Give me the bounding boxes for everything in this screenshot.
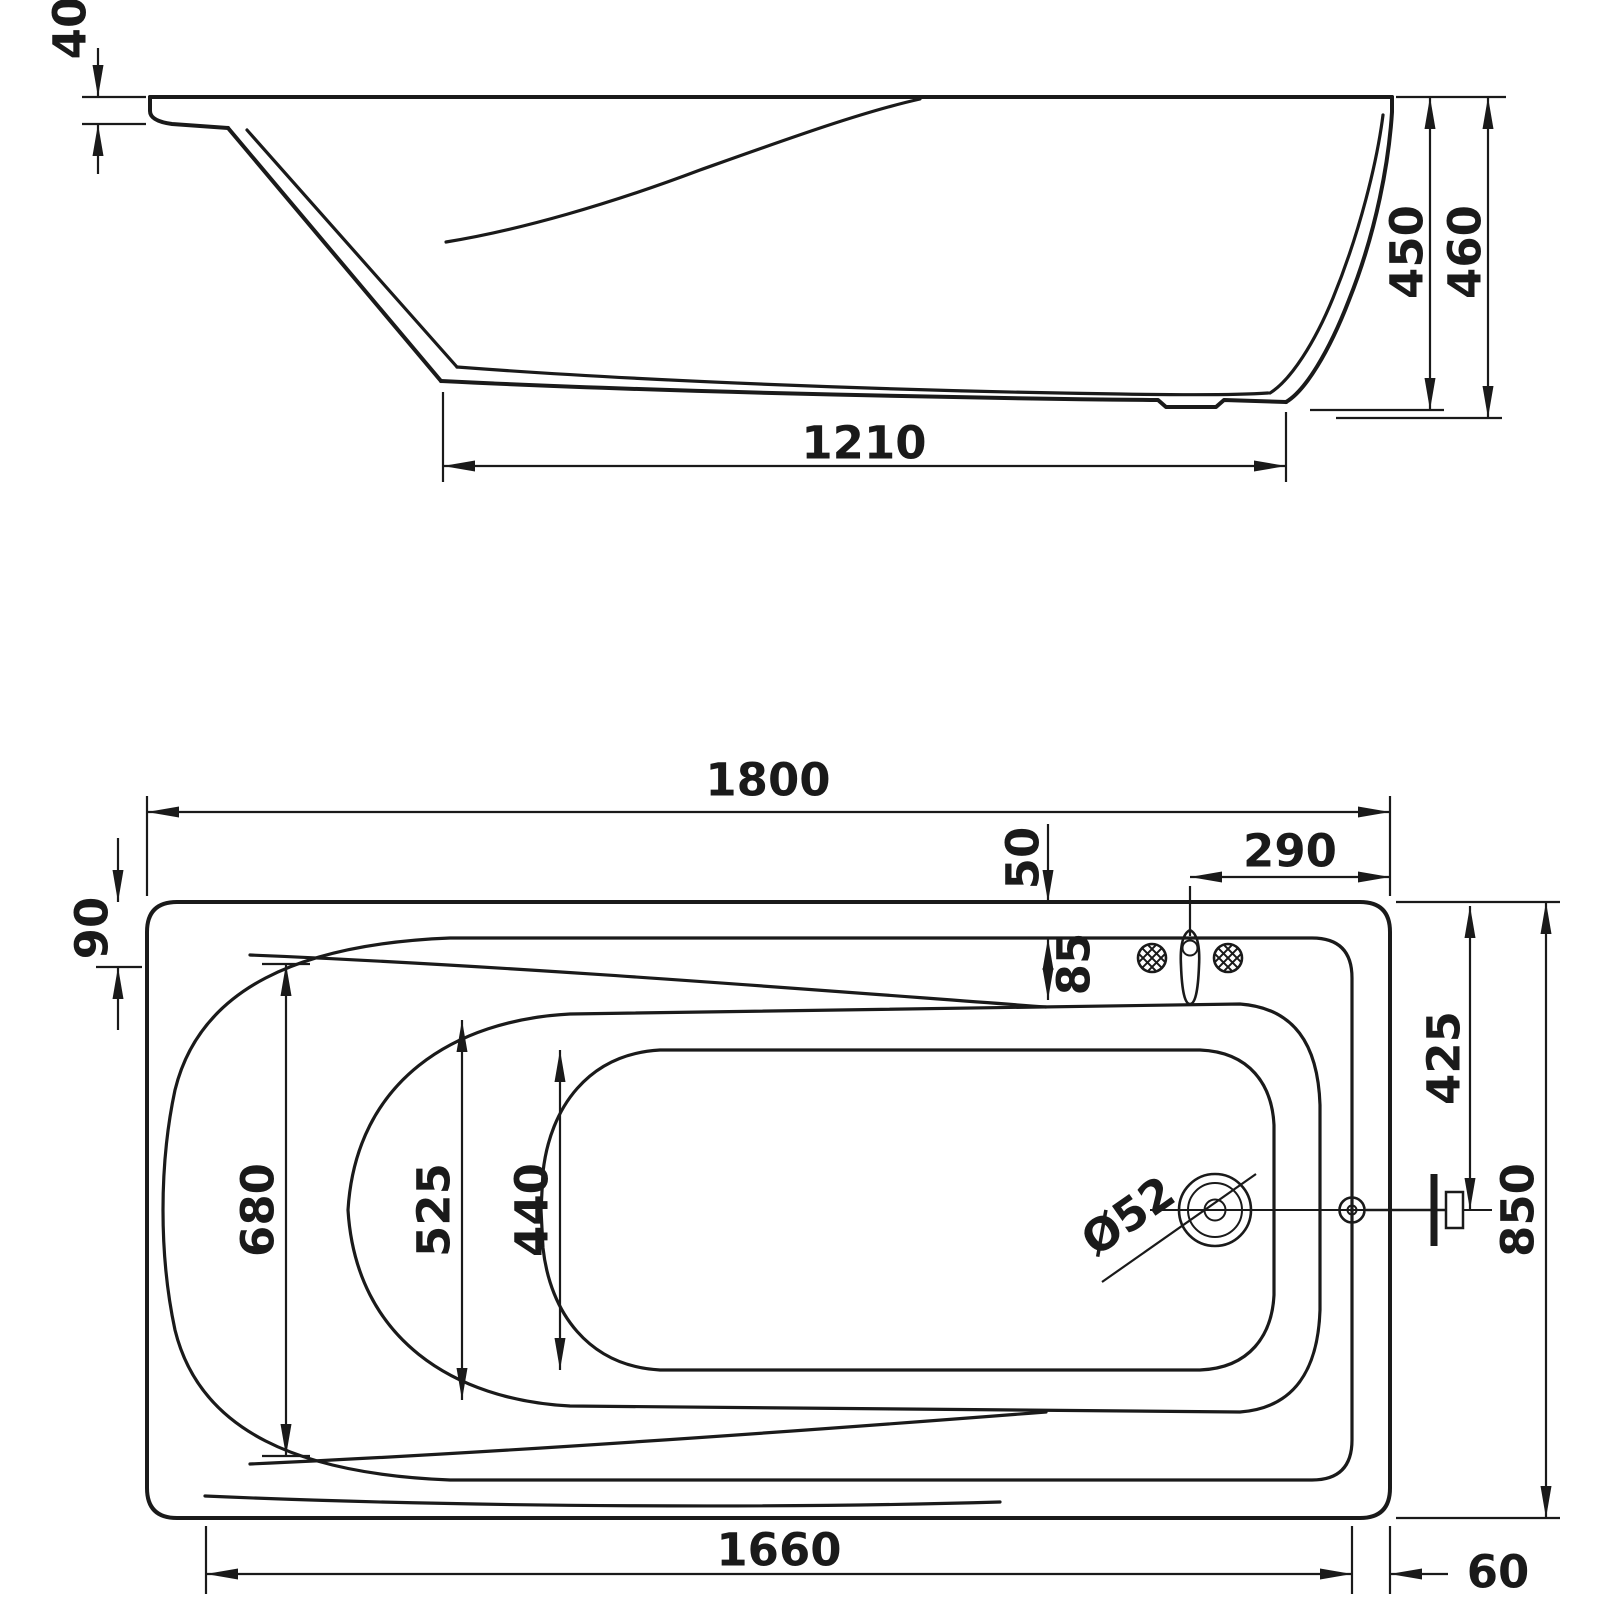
dim-basin-width-outer: 525 xyxy=(408,1020,468,1400)
dim-rim-to-basin: 85 xyxy=(1028,933,1101,1000)
dim-label-drain-offset: 425 xyxy=(1418,1011,1471,1105)
dim-basin-floor-width: 440 xyxy=(506,1050,566,1370)
dim-inner-depth: 450 xyxy=(1310,95,1506,412)
dim-label-drain-diameter: Ø52 xyxy=(1071,1165,1184,1266)
plan-rim-inner-edge xyxy=(161,936,1354,1482)
dim-label-overall-height: 460 xyxy=(1439,205,1492,299)
dim-rim-width-left: 90 xyxy=(66,838,142,1030)
drain-circle-outer xyxy=(1177,1172,1253,1248)
dim-label-rim-width-top: 50 xyxy=(997,827,1050,890)
side-left-wall-inner xyxy=(245,128,459,369)
side-right-wall-outer xyxy=(1284,95,1394,404)
overflow-circle-inner xyxy=(1346,1204,1358,1216)
dim-rim-thickness: 40 xyxy=(44,0,146,174)
tap-spout-outline xyxy=(1179,928,1201,1006)
dim-tap-offset: 290 xyxy=(1188,825,1390,936)
dim-label-rim-to-basin: 85 xyxy=(1048,933,1101,996)
tap-hole-right xyxy=(1212,942,1244,974)
side-view-dimensions: 40 450 460 1210 xyxy=(44,0,1506,482)
overflow-knob xyxy=(1444,1190,1465,1230)
tap-hole-circle xyxy=(1212,942,1244,974)
dim-label-tap-offset: 290 xyxy=(1243,825,1337,878)
dim-label-basin-width-outer: 525 xyxy=(408,1163,461,1257)
drain: Ø52 xyxy=(1071,1165,1492,1283)
dim-overall-height: 460 xyxy=(1336,97,1502,420)
dim-label-base-edge-offset: 60 xyxy=(1467,1546,1530,1599)
tap-hole-left xyxy=(1136,942,1168,974)
side-bottom-outer xyxy=(439,379,1288,409)
tap-hole-circle xyxy=(1136,942,1168,974)
plan-fittings: Ø52 xyxy=(1071,928,1492,1283)
dim-overall-width: 850 xyxy=(1396,900,1560,1520)
dim-label-inner-depth: 450 xyxy=(1381,205,1434,299)
dim-overall-length: 1800 xyxy=(145,754,1392,896)
plan-skirt-contour-bottom xyxy=(203,1494,1002,1508)
side-right-wall-inner xyxy=(1268,113,1385,395)
dim-rim-width-top: 50 xyxy=(997,824,1054,902)
side-backrest-curve xyxy=(444,97,922,244)
dim-base-edge-offset: 60 xyxy=(1390,1546,1529,1599)
plan-headrest-contour-bottom xyxy=(248,1410,1048,1466)
side-left-lip xyxy=(148,95,230,130)
dim-base-length: 1660 xyxy=(204,1524,1392,1594)
dim-label-side-base-length: 1210 xyxy=(801,417,926,470)
dim-label-overall-width: 850 xyxy=(1492,1163,1545,1257)
tap-hole-hatch xyxy=(1137,943,1167,973)
overflow-fitting xyxy=(1338,1174,1465,1246)
plan-dimensions: 1800 290 50 85 90 xyxy=(66,754,1560,1599)
dim-drain-offset: 425 xyxy=(1418,906,1476,1210)
dim-label-overall-length: 1800 xyxy=(705,754,830,807)
drain-leader-line xyxy=(1101,1173,1257,1283)
dim-label-basin-floor-width: 440 xyxy=(506,1163,559,1257)
tap-hole-hatch xyxy=(1213,943,1243,973)
overflow-circle xyxy=(1338,1196,1366,1224)
plan-basin-outer-edge xyxy=(346,1002,1322,1414)
plan-headrest-contour-top xyxy=(248,953,1048,1009)
plan-outer-edge xyxy=(145,900,1392,1520)
dim-side-base-length: 1210 xyxy=(441,392,1288,482)
dim-label-basin-width-head: 680 xyxy=(232,1163,285,1257)
tap-spout-hole xyxy=(1181,939,1199,957)
dim-label-rim-width-left: 90 xyxy=(66,897,119,960)
tap-spout xyxy=(1179,928,1201,1006)
side-interior-bottom xyxy=(455,365,1270,397)
drain-circle-middle xyxy=(1187,1182,1243,1238)
dim-label-base-length: 1660 xyxy=(716,1524,841,1577)
dim-label-rim-thickness: 40 xyxy=(44,0,97,59)
dim-basin-width-head: 680 xyxy=(232,962,310,1458)
side-view xyxy=(148,95,1394,409)
side-left-wall-outer xyxy=(226,126,443,383)
